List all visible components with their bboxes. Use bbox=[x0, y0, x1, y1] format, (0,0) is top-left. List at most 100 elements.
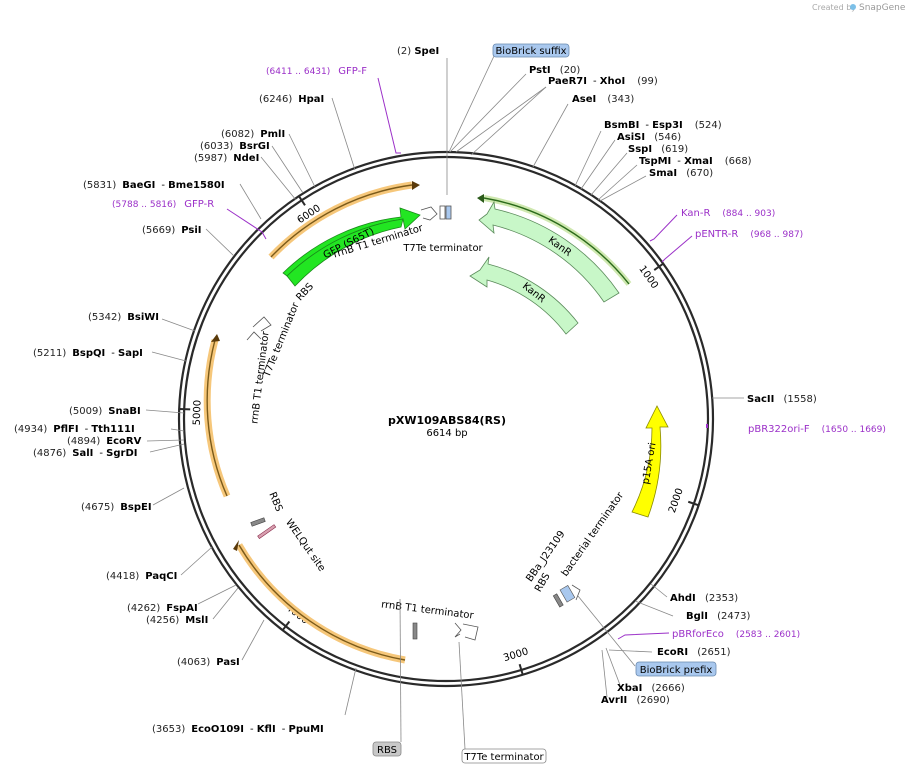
rbs-box-label: RBS bbox=[377, 745, 397, 756]
bacterial-terminator-label: bacterial terminator bbox=[560, 490, 627, 579]
site-name: XbaI bbox=[617, 683, 642, 694]
primer-range: (2583 .. 2601) bbox=[736, 630, 800, 640]
site-name: BsrGI bbox=[239, 141, 269, 152]
svg-text:TspMI- XmaI(668): TspMI- XmaI(668) bbox=[639, 156, 752, 167]
svg-text:XbaI (2666): XbaI (2666) bbox=[617, 683, 685, 694]
site-pos: (2651) bbox=[697, 647, 730, 658]
svg-text:AsiSI (546): AsiSI (546) bbox=[617, 132, 681, 143]
svg-text:(4418)PaqCI: (4418)PaqCI bbox=[106, 571, 177, 582]
site-name: XmaI bbox=[684, 156, 713, 167]
primer-name: pBR322ori-F bbox=[748, 424, 810, 435]
site-pos: (524) bbox=[695, 120, 722, 131]
site-name: SmaI bbox=[649, 168, 677, 179]
tick-mark bbox=[518, 663, 524, 676]
site-pos: (5009) bbox=[69, 406, 102, 417]
site-pos: (3653) bbox=[152, 724, 185, 735]
svg-text:(6411 .. 6431)GFP-F: (6411 .. 6431)GFP-F bbox=[266, 66, 367, 77]
biobrick-suffix: BioBrick suffix bbox=[492, 43, 570, 58]
site-name: AseI bbox=[572, 94, 596, 105]
p15a-ori-feature[interactable]: p15A ori bbox=[631, 405, 669, 518]
site-pos: (4876) bbox=[33, 448, 66, 459]
site-name: AsiSI bbox=[617, 132, 645, 143]
site-name: PasI bbox=[216, 657, 239, 668]
leader-lines bbox=[145, 55, 744, 750]
primer-range: (5788 .. 5816) bbox=[112, 200, 176, 210]
rbs-left-label: RBS bbox=[266, 491, 284, 514]
tick-mark bbox=[281, 620, 291, 631]
svg-text:SacII (1558): SacII (1558) bbox=[747, 394, 817, 405]
site-pos: (5831) bbox=[83, 180, 116, 191]
svg-text:AseI (343): AseI (343) bbox=[572, 94, 634, 105]
site-name: PpuMI bbox=[288, 724, 323, 735]
primer-range: (1650 .. 1669) bbox=[822, 425, 886, 435]
site-labels: (2) SpeI PstI (20) PaeR7I- XhoI(99) AseI… bbox=[14, 46, 817, 735]
site-pos: (4063) bbox=[177, 657, 210, 668]
kanr-inner-feature[interactable]: KanR bbox=[469, 256, 579, 335]
site-name: SgrDI bbox=[106, 448, 137, 459]
plasmid-name: pXW109ABS84(RS) bbox=[388, 414, 506, 427]
site-name: MslI bbox=[185, 615, 208, 626]
t7te-box-label: T7Te terminator bbox=[463, 752, 544, 763]
snapgene-logo-icon bbox=[850, 4, 856, 10]
site-pos: (2353) bbox=[705, 593, 738, 604]
site-name: Tth111I bbox=[91, 424, 134, 435]
site-pos: (4262) bbox=[127, 603, 160, 614]
site-name: BsmBI bbox=[604, 120, 639, 131]
svg-text:PaeR7I- XhoI(99): PaeR7I- XhoI(99) bbox=[548, 76, 658, 87]
site-pos: (99) bbox=[637, 76, 658, 87]
svg-text:(6082)PmlI: (6082)PmlI bbox=[221, 129, 285, 140]
svg-text:(5669)PsiI: (5669) PsiI bbox=[142, 225, 202, 236]
site-name: PaeR7I bbox=[548, 76, 587, 87]
site-pos: (5669) bbox=[142, 225, 175, 236]
site-pos: (343) bbox=[607, 94, 634, 105]
svg-text:AvrII (2690): AvrII (2690) bbox=[601, 695, 670, 706]
rbs-box: RBS bbox=[372, 741, 402, 757]
orf-arrowheads bbox=[211, 181, 484, 551]
svg-text:(5342)BsiWI: (5342)BsiWI bbox=[88, 312, 159, 323]
tick-mark bbox=[687, 500, 699, 507]
site-name: PsiI bbox=[181, 225, 201, 236]
site-name: SspI bbox=[628, 144, 652, 155]
regulatory-glyphs bbox=[246, 205, 581, 641]
t7te-box: T7Te terminator bbox=[461, 748, 547, 764]
site-pos: (4934) bbox=[14, 424, 47, 435]
site-name: NdeI bbox=[233, 153, 259, 164]
site-name: KflI bbox=[257, 724, 276, 735]
site-name: FspAI bbox=[166, 603, 197, 614]
svg-text:(4063)PasI: (4063) PasI bbox=[177, 657, 240, 668]
svg-text:(6033)BsrGI: (6033)BsrGI bbox=[200, 141, 270, 152]
site-name: AhdI bbox=[670, 593, 696, 604]
site-pos: (670) bbox=[686, 168, 713, 179]
site-pos: (4256) bbox=[146, 615, 179, 626]
site-pos: (4675) bbox=[81, 502, 114, 513]
svg-text:pENTR-R(968 .. 987): pENTR-R(968 .. 987) bbox=[695, 229, 803, 240]
plasmid-size: 6614 bp bbox=[426, 428, 467, 439]
svg-text:BsmBI- Esp3I(524): BsmBI- Esp3I(524) bbox=[604, 120, 722, 131]
credit: Created by SnapGene bbox=[812, 3, 906, 13]
svg-text:(4675)BspEI: (4675) BspEI bbox=[81, 502, 152, 513]
welqut-label: WELQut site bbox=[283, 517, 327, 573]
backbone bbox=[177, 150, 715, 688]
biobrick-suffix-label: BioBrick suffix bbox=[495, 46, 566, 57]
svg-text:(5831)BaeGI- Bme1580I: (5831)BaeGI- Bme1580I bbox=[83, 180, 225, 191]
site-name: SacII bbox=[747, 394, 774, 405]
svg-text:(2) SpeI: (2) SpeI bbox=[397, 46, 439, 57]
primer-name: pBRforEco bbox=[672, 629, 724, 640]
primer-range: (968 .. 987) bbox=[750, 230, 803, 240]
site-pos: (668) bbox=[725, 156, 752, 167]
tick-label: 5000 bbox=[192, 400, 204, 426]
tick-mark bbox=[653, 262, 664, 271]
svg-text:(4262)FspAI: (4262) FspAI bbox=[127, 603, 198, 614]
site-name: SnaBI bbox=[108, 406, 140, 417]
site-name: HpaI bbox=[298, 94, 324, 105]
svg-text:(4256)MslI: (4256) MslI bbox=[146, 615, 208, 626]
site-pos: (6246) bbox=[259, 94, 292, 105]
svg-text:SmaI (670): SmaI (670) bbox=[649, 168, 713, 179]
site-name: PflFI bbox=[53, 424, 78, 435]
primer-range: (884 .. 903) bbox=[722, 209, 775, 219]
site-name: SalI bbox=[72, 448, 93, 459]
svg-text:PstI (20): PstI (20) bbox=[529, 65, 580, 76]
site-name: BspEI bbox=[120, 502, 151, 513]
site-name: BspQI bbox=[72, 348, 105, 359]
